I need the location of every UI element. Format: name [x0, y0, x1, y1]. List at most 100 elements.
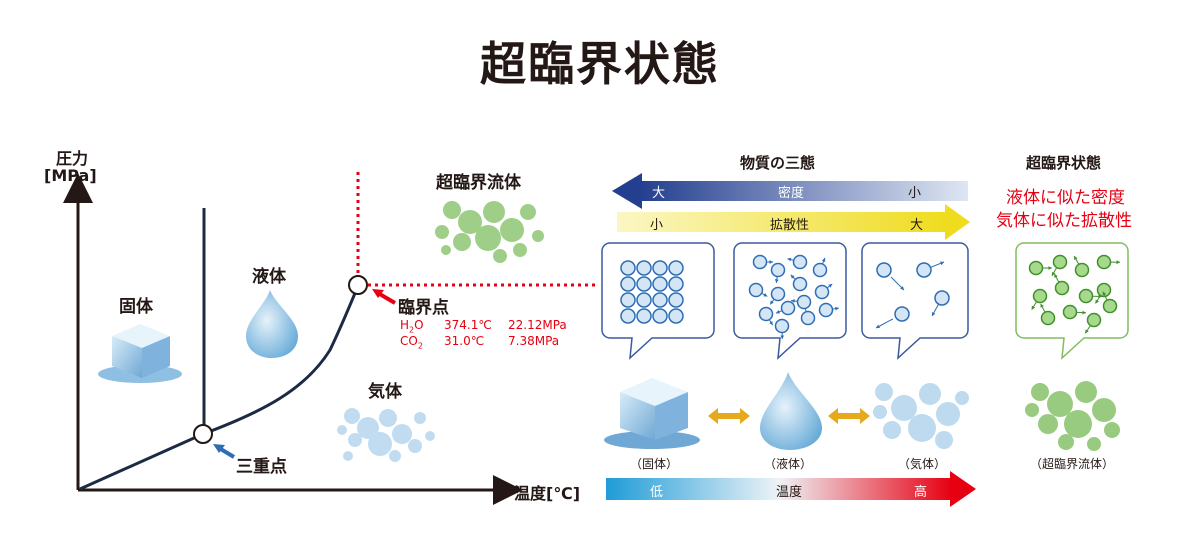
diffusion-arrow — [617, 204, 970, 240]
solid-molecule — [652, 308, 668, 324]
y-axis-unit: [MPa] — [44, 166, 97, 185]
density-arrow — [612, 173, 968, 209]
solid-molecule — [668, 276, 684, 292]
solid-molecule — [652, 276, 668, 292]
transition-arrows — [708, 408, 870, 424]
scf-molecule — [1074, 262, 1090, 278]
scf-cloud-icon — [435, 201, 544, 263]
liquid-molecule — [792, 254, 808, 270]
triple-point-label: 三重点 — [236, 457, 287, 477]
diffusion-right: 大 — [910, 218, 924, 233]
solid-molecule — [652, 292, 668, 308]
density-left: 大 — [652, 186, 666, 201]
y-axis-label: 圧力 — [56, 149, 89, 168]
x-axis-label: 温度[℃] — [514, 484, 581, 503]
water-drop-icon — [246, 290, 298, 358]
gas-molecule — [876, 262, 892, 278]
gas-molecules — [875, 261, 950, 329]
liquid-molecule — [780, 300, 796, 316]
temp-right: 高 — [914, 485, 928, 500]
temp-center: 温度 — [776, 485, 803, 500]
gas-molecule — [894, 306, 910, 322]
solid-molecule — [668, 292, 684, 308]
scf-molecule — [1032, 288, 1048, 304]
gas-bubbles-icon — [337, 408, 435, 462]
scf-molecule — [1028, 260, 1044, 276]
scf-molecule — [1078, 288, 1094, 304]
scf-bottom-icon — [1025, 381, 1120, 451]
solid-molecule — [620, 308, 636, 324]
scf-molecule — [1062, 304, 1078, 320]
liquid-molecule — [800, 310, 816, 326]
solid-molecule — [668, 308, 684, 324]
liquid-label: 液体 — [252, 267, 286, 287]
critical-point-label: 臨界点 — [398, 298, 449, 318]
liquid-molecule — [818, 302, 834, 318]
liquid-molecule — [792, 276, 808, 292]
solid-molecules — [620, 260, 684, 324]
gas-label: 気体 — [368, 382, 402, 402]
gas-molecule — [916, 262, 932, 278]
liquid-molecule — [796, 294, 812, 310]
phase-axes — [63, 173, 523, 505]
liquid-molecule — [758, 306, 774, 322]
scf-molecule — [1102, 298, 1118, 314]
scf-molecules — [1028, 254, 1121, 334]
scf-molecule — [1052, 254, 1068, 270]
scf-header: 超臨界状態 — [1026, 154, 1102, 172]
critical-point-marker — [348, 275, 368, 295]
state-bubbles — [601, 242, 969, 360]
solid-molecule — [652, 260, 668, 276]
caption-gas: （気体） — [898, 457, 947, 471]
diffusion-center: 拡散性 — [770, 218, 810, 233]
vaporization-curve — [202, 285, 360, 436]
liquid-molecule — [752, 254, 768, 270]
ice-cube-icon — [98, 324, 182, 383]
ice-cube-bottom-icon — [604, 378, 700, 449]
density-center: 密度 — [778, 186, 805, 201]
temperature-arrow — [606, 471, 976, 507]
page-title: 超臨界状態 — [480, 37, 720, 91]
drop-bottom-icon — [760, 372, 822, 450]
scf-label: 超臨界流体 — [436, 173, 521, 193]
solid-molecule — [620, 260, 636, 276]
scf-molecule — [1096, 254, 1112, 270]
density-right: 小 — [908, 186, 922, 201]
solid-molecule — [620, 276, 636, 292]
sublimation-curve — [79, 432, 204, 491]
solid-molecule — [636, 276, 652, 292]
liquid-molecule — [814, 284, 830, 300]
liquid-molecule — [812, 262, 828, 278]
liquid-molecule — [748, 282, 764, 298]
scf-molecule — [1040, 310, 1056, 326]
solid-molecule — [636, 308, 652, 324]
critical-pointer — [376, 291, 397, 305]
gas-bottom-icon — [873, 383, 969, 449]
liquid-molecules — [748, 254, 839, 340]
states-header: 物質の三態 — [740, 154, 816, 172]
gas-molecule — [934, 290, 950, 306]
temp-left: 低 — [650, 485, 664, 500]
gas-bubble — [861, 242, 969, 360]
critical-lines — [356, 172, 595, 287]
solid-molecule — [636, 260, 652, 276]
caption-scf: （超臨界流体） — [1030, 457, 1115, 471]
solid-label: 固体 — [119, 297, 153, 317]
scf-molecule — [1054, 280, 1070, 296]
liquid-molecule — [770, 262, 786, 278]
caption-solid: （固体） — [630, 457, 679, 471]
scf-molecule — [1086, 312, 1102, 328]
solid-molecule — [636, 292, 652, 308]
solid-molecule — [620, 292, 636, 308]
liquid-molecule — [770, 286, 786, 302]
liquid-molecule — [774, 318, 790, 334]
scf-line2: 気体に似た拡散性 — [996, 211, 1132, 231]
caption-liquid: （液体） — [764, 457, 813, 471]
scf-line1: 液体に似た密度 — [1006, 188, 1125, 208]
phase-boundaries — [79, 208, 360, 491]
scf-bubble — [1015, 242, 1129, 360]
scf-molecule — [1096, 282, 1112, 298]
